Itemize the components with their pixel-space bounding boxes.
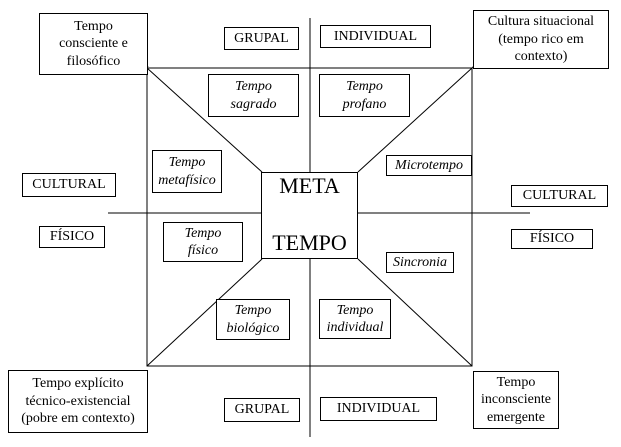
axis-left-cultural: CULTURAL bbox=[22, 173, 116, 197]
axis-right-cultural: CULTURAL bbox=[511, 185, 608, 207]
axis-right-fisico: FÍSICO bbox=[511, 229, 593, 249]
corner-bottom-right: Tempo inconsciente emergente bbox=[473, 371, 559, 429]
diagonal-top-right bbox=[357, 67, 473, 173]
meta-label: META bbox=[279, 173, 340, 198]
region-tempo-biologico: Tempo biológico bbox=[216, 299, 290, 340]
axis-top-grupal: GRUPAL bbox=[224, 27, 299, 50]
corner-top-right: Cultura situacional (tempo rico em conte… bbox=[473, 10, 609, 69]
corner-bottom-left: Tempo explícito técnico-existencial (pob… bbox=[8, 370, 148, 433]
region-tempo-metafisico: Tempo metafísico bbox=[152, 150, 222, 193]
diagonal-top-left bbox=[146, 67, 263, 173]
region-tempo-profano: Tempo profano bbox=[319, 74, 410, 117]
axis-top-individual: INDIVIDUAL bbox=[320, 25, 431, 48]
region-sincronia: Sincronia bbox=[386, 252, 454, 273]
axis-left-fisico: FÍSICO bbox=[39, 226, 105, 248]
region-tempo-sagrado: Tempo sagrado bbox=[208, 74, 299, 117]
diagonal-bottom-left bbox=[146, 258, 263, 367]
meta-tempo-box: META TEMPO bbox=[261, 172, 358, 259]
region-tempo-individual: Tempo individual bbox=[319, 299, 391, 339]
corner-top-left: Tempo consciente e filosófico bbox=[39, 13, 148, 75]
axis-bottom-individual: INDIVIDUAL bbox=[320, 397, 437, 421]
tempo-label: TEMPO bbox=[272, 230, 347, 255]
region-microtempo: Microtempo bbox=[386, 155, 472, 176]
diagonal-bottom-right bbox=[357, 258, 473, 367]
region-tempo-fisico: Tempo físico bbox=[163, 222, 243, 262]
axis-bottom-grupal: GRUPAL bbox=[224, 398, 300, 422]
